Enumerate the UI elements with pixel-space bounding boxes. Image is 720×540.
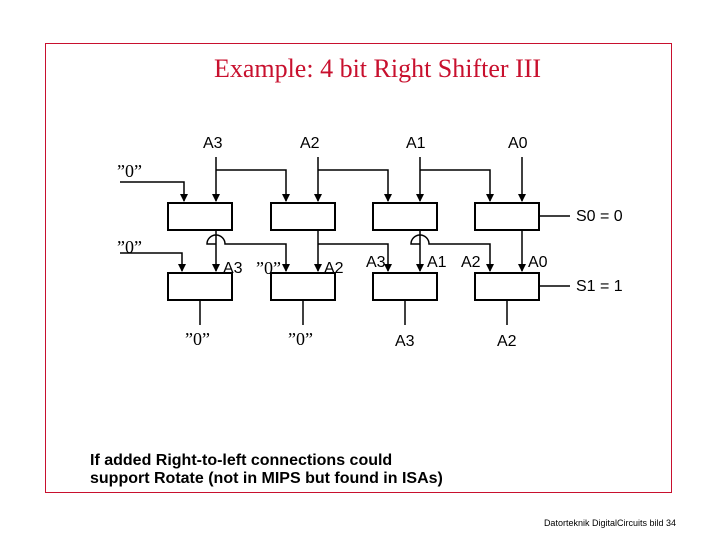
rotate-note: If added Right-to-left connections could… <box>90 452 443 488</box>
output-2-label: ”0” <box>288 329 313 349</box>
slide-frame <box>45 43 672 493</box>
mux1-right-label: ”0” <box>256 258 281 278</box>
slide-footer: Datorteknik DigitalCircuits bild 34 <box>543 518 676 528</box>
control-wires <box>539 215 570 287</box>
s0-label: S0 = 0 <box>576 208 623 225</box>
input-a3-label: A3 <box>203 135 223 152</box>
stage2-zero-label: ”0” <box>117 237 142 257</box>
input-a0-label: A0 <box>508 135 528 152</box>
mux2-left-label: A2 <box>324 260 344 277</box>
stage2-output-wires <box>199 300 508 325</box>
stage1-mux-1 <box>167 202 233 231</box>
stage1-mux-4 <box>474 202 540 231</box>
output-4-label: A2 <box>497 333 517 350</box>
mux3-right-label: A2 <box>461 254 481 271</box>
stage1-mux-3 <box>372 202 438 231</box>
mux1-left-label: A3 <box>223 260 243 277</box>
stage2-mux-4 <box>474 272 540 301</box>
stage1-mux-2 <box>270 202 336 231</box>
mux4-left-label: A0 <box>528 254 548 271</box>
output-1-label: ”0” <box>185 329 210 349</box>
slide-title: Example: 4 bit Right Shifter III <box>213 54 542 83</box>
input-wires <box>212 157 526 202</box>
shift1-wires <box>120 169 494 202</box>
stage2-mux-1 <box>167 272 233 301</box>
input-a1-label: A1 <box>406 135 426 152</box>
stage2-mux-3 <box>372 272 438 301</box>
mux3-left-label: A1 <box>427 254 447 271</box>
output-3-label: A3 <box>395 333 415 350</box>
shift2-wires <box>120 234 494 272</box>
s1-label: S1 = 1 <box>576 278 623 295</box>
input-a2-label: A2 <box>300 135 320 152</box>
mux2-right-label: A3 <box>366 254 386 271</box>
rotate-note-line-1: If added Right-to-left connections could <box>90 452 393 469</box>
stage1-zero-label: ”0” <box>117 161 142 181</box>
stage1-output-wires <box>212 230 526 272</box>
rotate-note-line-2: support Rotate (not in MIPS but found in… <box>90 470 443 487</box>
